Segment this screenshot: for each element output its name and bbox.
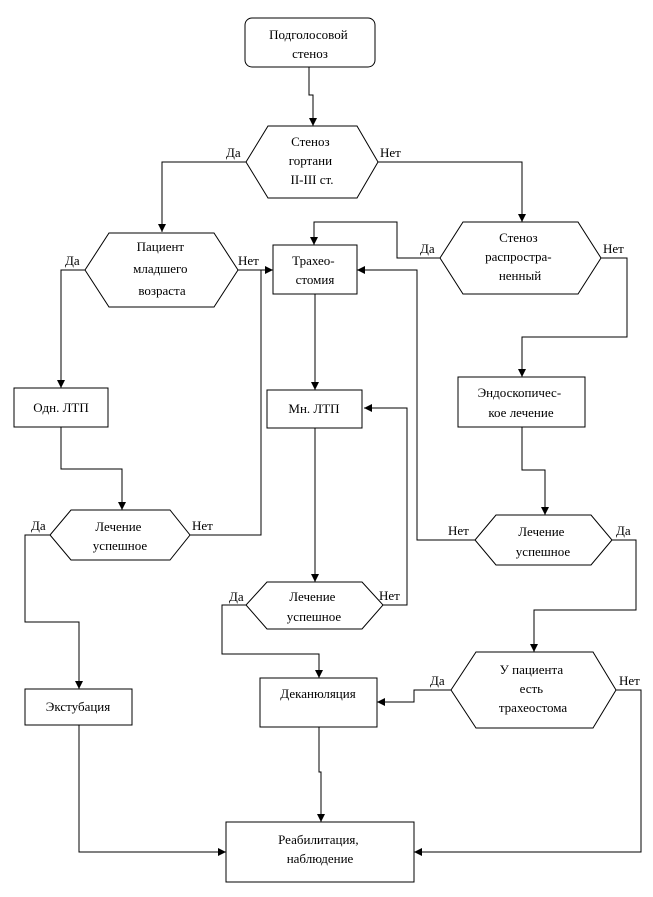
- edge-success-right-yes: [530, 539, 637, 652]
- node-start: [244, 17, 376, 68]
- edge-young-yes: [57, 269, 85, 388]
- node-single-ltp: [13, 387, 109, 428]
- edge-tracheostoma-no: [414, 689, 642, 856]
- label-success-left-no: Нет: [192, 518, 213, 533]
- node-widespread: [439, 221, 602, 295]
- edge-single-ltp-to-success: [60, 427, 126, 510]
- node-rehab-label: Реабилитация, наблюдение: [278, 832, 362, 866]
- node-has-tracheostoma-label: У пациента есть трахеостома: [499, 662, 568, 715]
- node-multi-ltp-label: Мн. ЛТП: [288, 401, 339, 416]
- label-widespread-yes: Да: [420, 241, 435, 256]
- node-success-mid-label: Лечение успешное: [287, 589, 342, 624]
- node-extubation: [24, 688, 133, 726]
- edge-widespread-yes: [310, 221, 440, 259]
- node-success-right: [474, 514, 613, 566]
- node-endoscopic: [457, 376, 586, 428]
- label-success-right-no: Нет: [448, 523, 469, 538]
- node-endoscopic-label: Эндоскопичес- кое лечение: [478, 385, 565, 420]
- edge-success-right-no: [357, 266, 475, 541]
- node-start-label: Подголосовой стеноз: [269, 27, 351, 61]
- node-extubation-label: Экстубация: [46, 699, 110, 714]
- edge-endo-to-success: [521, 427, 549, 515]
- node-young-patient: [84, 232, 239, 308]
- edge-labels: Да Нет Да Нет Да Нет Да Нет Нет Да Да Не…: [31, 145, 640, 688]
- node-has-tracheostoma: [450, 651, 617, 729]
- node-widespread-label: Стеноз распростра- ненный: [485, 230, 555, 283]
- node-tracheostomy-label: Трахео- стомия: [292, 253, 338, 287]
- node-rehab: [225, 821, 415, 883]
- label-success-mid-no: Нет: [379, 588, 400, 603]
- node-success-mid: [245, 581, 384, 630]
- edge-success-mid-no: [364, 404, 408, 606]
- node-success-left-label: Лечение успешное: [93, 519, 148, 553]
- label-tracheostoma-no: Нет: [619, 673, 640, 688]
- label-grade-yes: Да: [226, 145, 241, 160]
- node-multi-ltp: [266, 389, 363, 429]
- edge-start-to-grade: [308, 67, 317, 126]
- nodes: Подголосовой стеноз Стеноз гортани II-II…: [13, 17, 617, 883]
- label-success-right-yes: Да: [616, 523, 631, 538]
- edge-success-mid-yes: [221, 604, 323, 678]
- label-grade-no: Нет: [380, 145, 401, 160]
- node-stenosis-grade-label: Стеноз гортани II-III ст.: [289, 134, 336, 187]
- label-young-yes: Да: [65, 253, 80, 268]
- edge-grade-yes: [158, 161, 246, 232]
- node-success-right-label: Лечение успешное: [516, 524, 571, 559]
- edge-success-left-yes: [24, 534, 83, 689]
- edge-tracheostoma-yes: [377, 689, 451, 706]
- node-stenosis-grade: [245, 125, 379, 199]
- node-success-left: [49, 509, 191, 561]
- edge-decannulation-to-rehab: [317, 727, 325, 822]
- node-decannulation-label: Деканюляция: [280, 686, 355, 701]
- node-single-ltp-label: Одн. ЛТП: [33, 400, 88, 415]
- node-young-patient-label: Пациент младшего возраста: [133, 239, 191, 298]
- edge-success-left-no: [190, 270, 262, 536]
- edge-extubation-to-rehab: [78, 725, 226, 856]
- edge-grade-no: [378, 161, 526, 222]
- edge-widespread-no: [518, 257, 628, 377]
- node-tracheostomy: [272, 244, 358, 295]
- edges: [24, 67, 642, 856]
- node-decannulation: [259, 677, 378, 728]
- label-success-mid-yes: Да: [229, 589, 244, 604]
- label-young-no: Нет: [238, 253, 259, 268]
- label-success-left-yes: Да: [31, 518, 46, 533]
- label-widespread-no: Нет: [603, 241, 624, 256]
- label-tracheostoma-yes: Да: [430, 673, 445, 688]
